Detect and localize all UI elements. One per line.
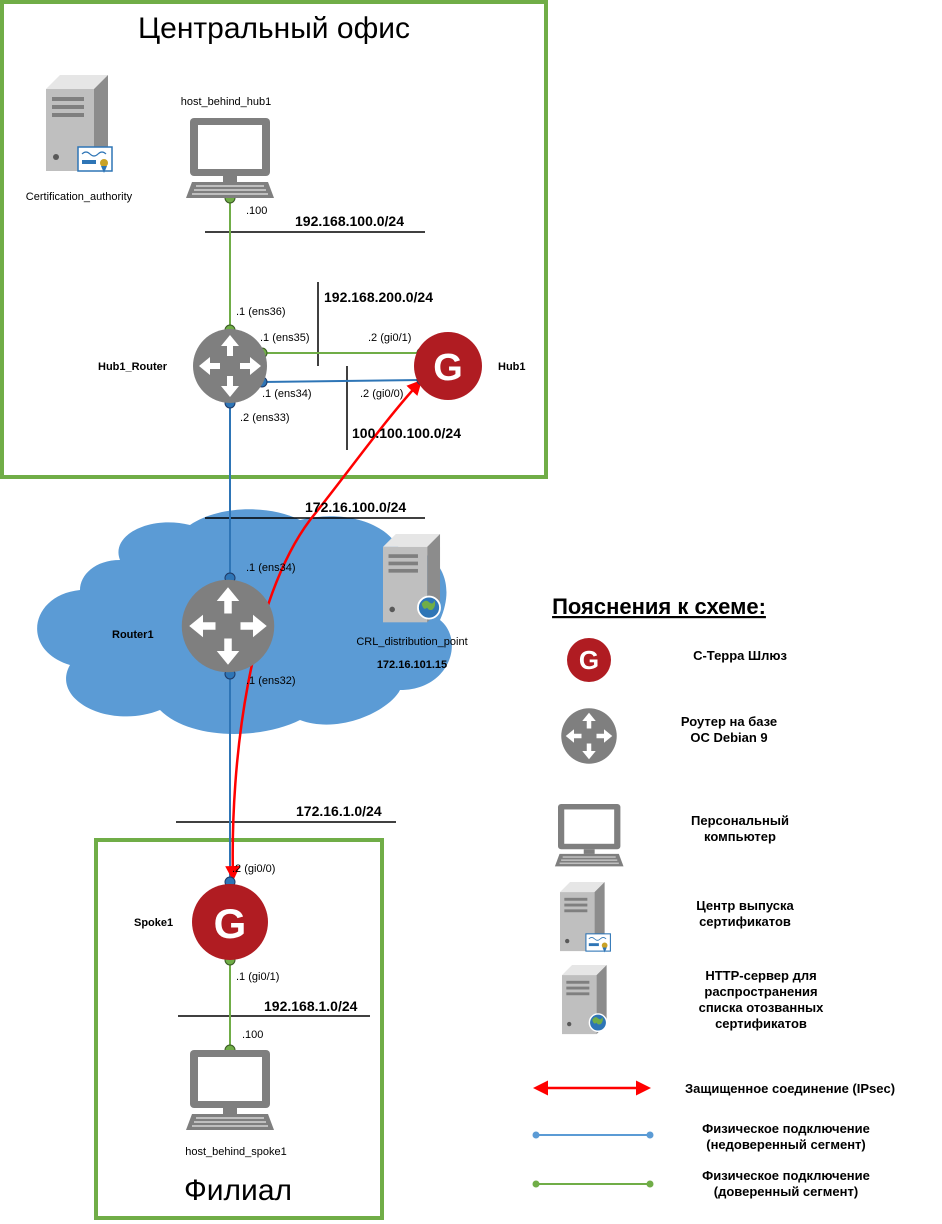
legend-gateway-letter: G xyxy=(579,645,599,675)
legend-title: Пояснения к схеме: xyxy=(552,594,766,619)
host-hub-label: host_behind_hub1 xyxy=(181,96,272,108)
r1-ens34-label: .1 (ens34) xyxy=(246,562,296,574)
spoke1-label: Spoke1 xyxy=(134,917,173,929)
legend-gateway-icon xyxy=(567,638,611,682)
legend-http-text-2: распространения xyxy=(704,984,817,999)
net-label-172-16-1: 172.16.1.0/24 xyxy=(296,803,382,819)
hub-gi01-label: .2 (gi0/1) xyxy=(368,332,411,344)
ca-server-icon xyxy=(46,75,113,174)
hr-ens33-label: .2 (ens33) xyxy=(240,412,290,424)
legend-router-icon xyxy=(561,708,617,764)
legend-gateway-text: С-Терра Шлюз xyxy=(693,648,787,663)
legend-ca-text-2: сертификатов xyxy=(699,914,791,929)
hub-router-label: Hub1_Router xyxy=(98,361,168,373)
host-spoke-ip: .100 xyxy=(242,1029,263,1041)
sp-gi00-label: .2 (gi0/0) xyxy=(232,863,275,875)
router1-label: Router1 xyxy=(112,629,154,641)
crl-server-icon xyxy=(383,534,441,623)
hub1-gateway-letter: G xyxy=(433,347,463,389)
router1-icon xyxy=(181,579,275,673)
zone-central-title: Центральный офис xyxy=(138,12,410,45)
link-hubrouter-hub1-untrusted xyxy=(261,379,423,383)
net-label-192-168-200: 192.168.200.0/24 xyxy=(324,289,433,305)
net-label-100-100-100: 100.100.100.0/24 xyxy=(352,425,461,441)
host-spoke-pc-icon xyxy=(186,1050,274,1130)
legend-untrusted-text-1: Физическое подключение xyxy=(702,1121,870,1136)
legend-router-text-2: ОС Debian 9 xyxy=(690,730,767,745)
sp-gi01-label: .1 (gi0/1) xyxy=(236,971,279,983)
hr-ens34-label: .1 (ens34) xyxy=(262,388,312,400)
spoke1-gateway-letter: G xyxy=(214,900,247,947)
legend-http-text-3: списка отозванных xyxy=(699,1000,825,1015)
legend-untrusted-dot-right xyxy=(646,1131,654,1139)
legend-trusted-text-2: (доверенный сегмент) xyxy=(714,1184,858,1199)
legend-http-text-1: HTTP-сервер для xyxy=(705,968,816,983)
legend-ipsec-text: Защищенное соединение (IPsec) xyxy=(685,1081,895,1096)
legend-pc-text-2: компьютер xyxy=(704,829,776,844)
host-hub-ip: .100 xyxy=(246,205,267,217)
legend-pc-icon xyxy=(554,804,624,867)
r1-ens32-label: .1 (ens32) xyxy=(246,675,296,687)
legend-trusted-dot-left xyxy=(532,1180,540,1188)
host-spoke-label: host_behind_spoke1 xyxy=(185,1146,287,1158)
hub-gi00-label: .2 (gi0/0) xyxy=(360,388,403,400)
host-hub-pc-icon xyxy=(186,118,274,198)
legend-pc-text-1: Персональный xyxy=(691,813,789,828)
net-label-192-168-1: 192.168.1.0/24 xyxy=(264,998,358,1014)
legend-router-text-1: Роутер на базе xyxy=(681,714,777,729)
legend-trusted-text-1: Физическое подключение xyxy=(702,1168,870,1183)
net-label-172-16-100: 172.16.100.0/24 xyxy=(305,499,406,515)
spoke1-gateway-icon xyxy=(192,884,268,960)
ca-label: Certification_authority xyxy=(26,191,133,203)
ipsec-tunnel xyxy=(225,379,423,881)
hub-router-icon xyxy=(193,329,267,403)
legend-ca-icon xyxy=(560,882,611,954)
hr-ens36-label: .1 (ens36) xyxy=(236,306,286,318)
net-label-192-168-100: 192.168.100.0/24 xyxy=(295,213,404,229)
legend-trusted-dot-right xyxy=(646,1180,654,1188)
crl-ip: 172.16.101.15 xyxy=(377,659,447,671)
legend-http-text-4: сертификатов xyxy=(715,1016,807,1031)
zone-central-office xyxy=(0,0,548,479)
legend-untrusted-dot-left xyxy=(532,1131,540,1139)
legend-ca-text-1: Центр выпуска xyxy=(696,898,794,913)
hr-ens35-label: .1 (ens35) xyxy=(260,332,310,344)
hub1-gateway-icon xyxy=(414,332,482,400)
legend-untrusted-text-2: (недоверенный сегмент) xyxy=(706,1137,866,1152)
legend-http-icon xyxy=(562,965,608,1035)
hub1-label: Hub1 xyxy=(498,361,526,373)
zone-branch-title: Филиал xyxy=(184,1174,292,1207)
crl-label: CRL_distribution_point xyxy=(356,636,467,648)
